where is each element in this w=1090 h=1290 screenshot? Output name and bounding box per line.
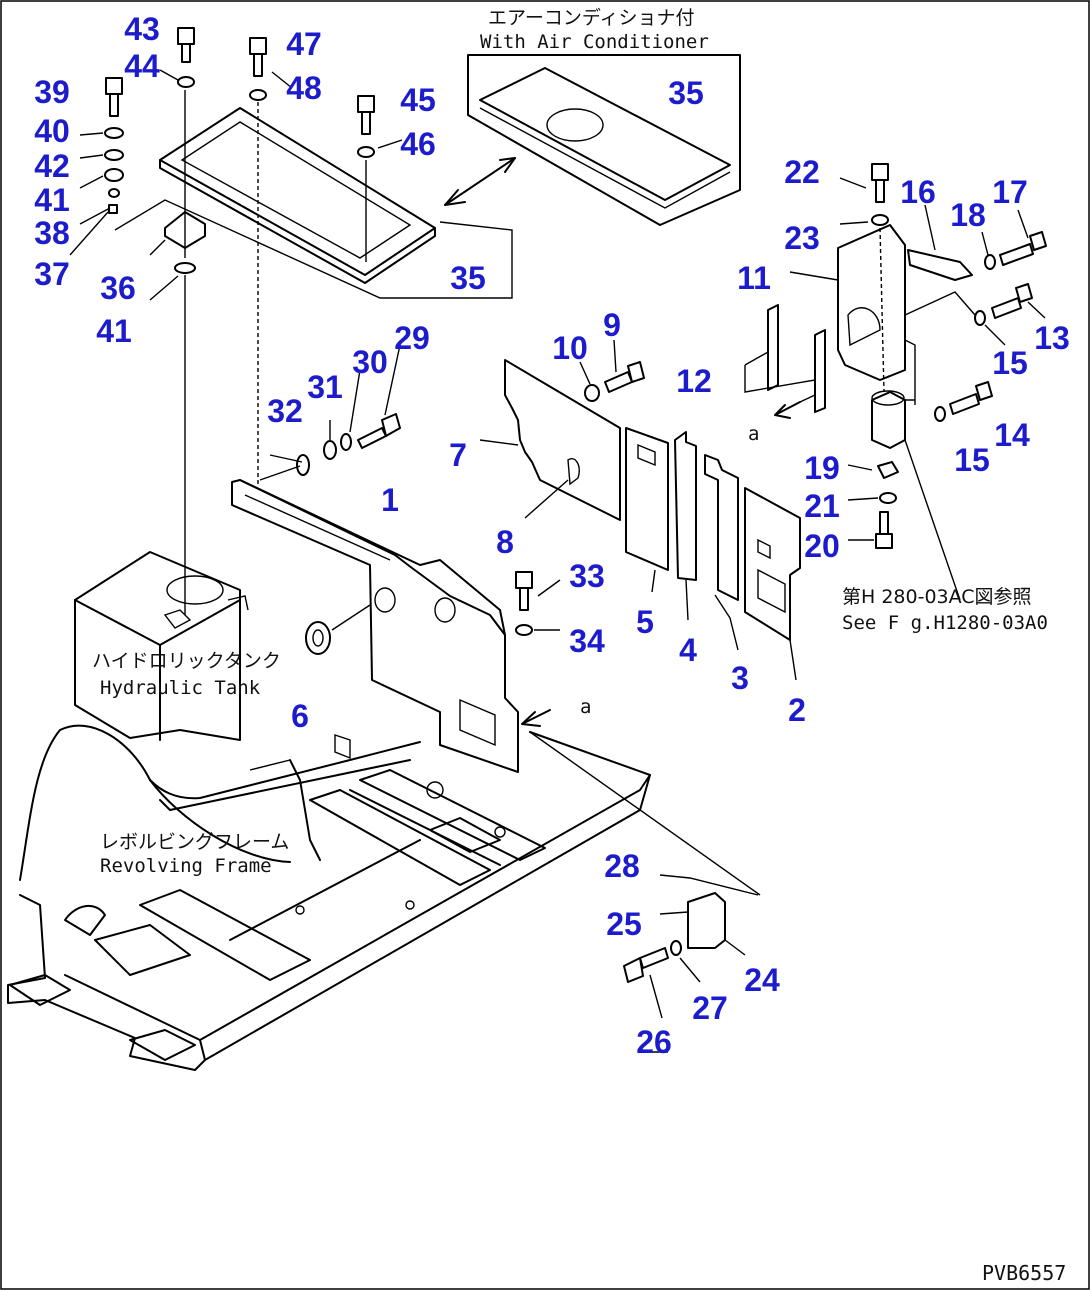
callout-15: 15 [992, 345, 1028, 381]
bolt-22-23 [839, 163, 889, 393]
callout-38: 38 [34, 215, 70, 251]
callout-41: 41 [34, 182, 70, 218]
callout-27: 27 [692, 990, 728, 1026]
revolving-frame [7, 724, 651, 1071]
part-7-plate [479, 359, 621, 521]
callout-47: 47 [286, 26, 322, 62]
callout-9: 9 [603, 307, 621, 343]
callout-2: 2 [788, 692, 806, 728]
callout-3: 3 [731, 660, 749, 696]
revolving-frame-label-jp: レボルビングフレーム [100, 831, 289, 853]
callout-45: 45 [400, 82, 436, 118]
part-5-plate [625, 427, 669, 593]
bracket-16 [907, 204, 973, 281]
callout-46: 46 [400, 126, 436, 162]
callout-39: 39 [34, 74, 70, 110]
hydraulic-tank-label-en: Hydraulic Tank [100, 677, 261, 699]
callout-15: 15 [954, 442, 990, 478]
part-6-grommet [305, 604, 371, 655]
callout-26: 26 [636, 1024, 672, 1060]
bolt-33-34 [515, 571, 561, 636]
callout-34: 34 [569, 623, 605, 659]
callout-30: 30 [352, 344, 388, 380]
callout-7: 7 [449, 437, 467, 473]
callout-8: 8 [496, 524, 514, 560]
reference-marker-a: a [748, 423, 759, 445]
part-1-plate [231, 479, 519, 773]
callout-48: 48 [286, 70, 322, 106]
callout-19: 19 [804, 450, 840, 486]
callout-6: 6 [291, 698, 309, 734]
callout-23: 23 [784, 220, 820, 256]
callout-18: 18 [950, 197, 986, 233]
air-conditioner-note-en: With Air Conditioner [480, 31, 709, 53]
part-3-plate [704, 454, 739, 651]
callout-33: 33 [569, 558, 605, 594]
reference-marker-a-lower: a [580, 696, 591, 718]
callout-40: 40 [34, 113, 70, 149]
bolt-47-48 [249, 37, 293, 485]
bolt-43-44 [159, 27, 195, 88]
callout-31: 31 [307, 369, 343, 405]
hydraulic-tank [74, 551, 249, 741]
part-35-cover [114, 107, 513, 299]
bolt-14-15 [904, 339, 993, 422]
callout-21: 21 [804, 488, 840, 524]
callout-14: 14 [994, 417, 1030, 453]
callout-44: 44 [124, 48, 160, 84]
callout-42: 42 [34, 148, 70, 184]
callout-37: 37 [34, 256, 70, 292]
air-conditioner-note-jp: エアーコンディショナ付 [488, 7, 695, 29]
callout-4: 4 [679, 632, 697, 668]
callout-43: 43 [124, 11, 160, 47]
callout-29: 29 [394, 320, 430, 356]
callout-20: 20 [804, 528, 840, 564]
callout-35: 35 [450, 260, 486, 296]
callout-10: 10 [552, 330, 588, 366]
callout-32: 32 [267, 393, 303, 429]
hydraulic-tank-label-jp: ハイドロリックタンク [92, 650, 281, 672]
bolt-group-29-32 [259, 344, 401, 481]
callout-36: 36 [100, 270, 136, 306]
bracket-24-28 [529, 731, 761, 1053]
bolt-19-21-20 [847, 461, 899, 549]
callout-22: 22 [784, 154, 820, 190]
see-figure-note-en: See F g.H1280-03A0 [842, 612, 1048, 634]
callout-25: 25 [606, 906, 642, 942]
bracket-36 [149, 90, 206, 615]
callout-16: 16 [900, 174, 936, 210]
callout-11: 11 [737, 260, 771, 296]
drawing-code: PVB6557 [982, 1261, 1066, 1285]
callout-5: 5 [636, 604, 654, 640]
revolving-frame-label-en: Revolving Frame [100, 855, 272, 877]
part-35-cover-air-conditioner [444, 54, 741, 226]
bolt-9-10 [579, 339, 645, 402]
callout-24: 24 [744, 962, 780, 998]
part-4-plate [674, 431, 697, 621]
see-figure-note-jp: 第H 280-03AC図参照 [842, 586, 1032, 608]
callout-13: 13 [1034, 320, 1070, 356]
part-12-bracket [744, 304, 826, 413]
part-2-plate [744, 487, 801, 681]
callout-28: 28 [604, 848, 640, 884]
callout-17: 17 [992, 174, 1028, 210]
part-11-bracket [789, 224, 906, 381]
part-switch [871, 390, 961, 601]
callout-12: 12 [676, 363, 712, 399]
bolt-group-39-42 [69, 77, 124, 256]
bolt-17-18 [981, 209, 1047, 270]
bolt-45-46 [357, 95, 403, 262]
callout-1: 1 [381, 482, 399, 518]
arrow-indicators [521, 394, 816, 727]
bolt-13-15 [904, 283, 1046, 346]
callout-41: 41 [96, 313, 132, 349]
callout-35: 35 [668, 75, 704, 111]
